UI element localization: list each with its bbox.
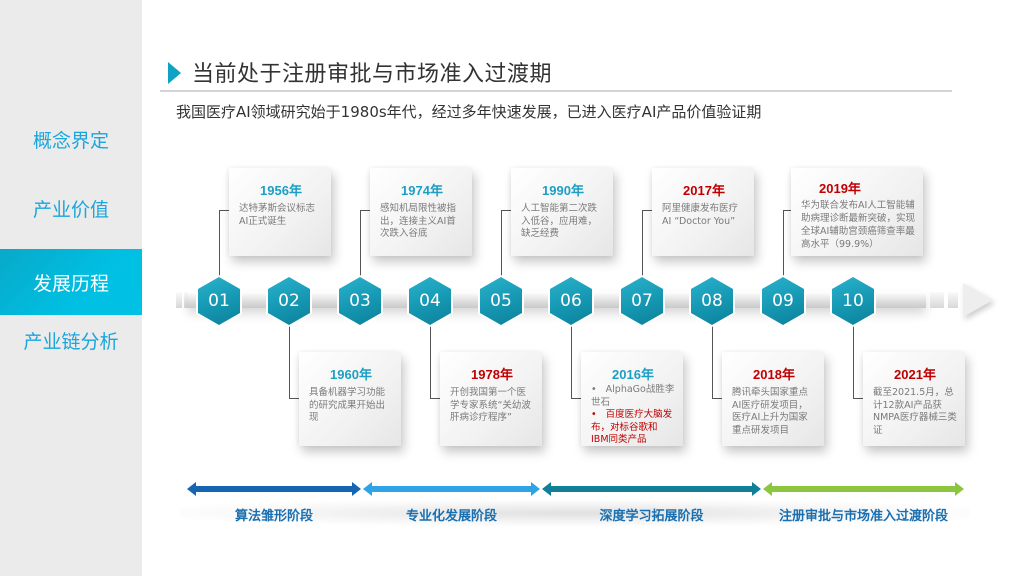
timeline-node-10[interactable]: 10 — [832, 277, 874, 325]
event-bullet-list: • AlphaGo战胜李世石 • 百度医疗大脑发布，对标谷歌和IBM同类产品 — [591, 384, 675, 447]
page-subtitle: 我国医疗AI领域研究始于1980s年代，经过多年快速发展，已进入医疗AI产品价值… — [176, 103, 762, 121]
event-description: 腾讯牵头国家重点AI医疗研发项目，医疗AI上升为国家重点研发项目 — [732, 387, 809, 436]
event-year: 2019年 — [819, 181, 861, 196]
event-description: 截至2021.5月，总计12款AI产品获NMPA医疗器械三类证 — [873, 387, 957, 436]
phase-label-deep-learning: 深度学习拓展阶段 — [599, 509, 704, 524]
timeline-node-08[interactable]: 08 — [691, 277, 733, 325]
event-description: 达特茅斯会议标志AI正式诞生 — [239, 203, 316, 227]
timeline-node-06[interactable]: 06 — [550, 277, 592, 325]
connector — [219, 210, 220, 280]
connector — [642, 210, 643, 280]
title-divider — [160, 90, 952, 92]
event-year: 1978年 — [471, 367, 513, 382]
connector — [853, 398, 863, 399]
timeline-bar-stub — [930, 292, 944, 308]
sidebar-item-label: 产业链分析 — [23, 330, 119, 353]
sidebar-item-value[interactable]: 产业价值 — [0, 175, 142, 241]
connector — [712, 398, 722, 399]
event-year: 2018年 — [753, 367, 795, 382]
sidebar-item-label: 发展历程 — [32, 272, 109, 295]
connector — [501, 210, 511, 211]
event-card-2016: 2016年 • AlphaGo战胜李世石 • 百度医疗大脑发布，对标谷歌和IBM… — [581, 352, 683, 446]
timeline-node-05[interactable]: 05 — [480, 277, 522, 325]
timeline-arrow-head-icon — [963, 283, 993, 317]
event-description: 人工智能第二次跌入低谷，应用难，缺乏经费 — [521, 203, 598, 239]
connector — [360, 210, 361, 280]
event-card-1990: 1990年 人工智能第二次跌入低谷，应用难，缺乏经费 — [511, 168, 613, 256]
event-year: 1990年 — [542, 183, 584, 198]
sidebar: 概念界定 产业价值 发展历程 产业链分析 — [0, 0, 142, 576]
timeline-bar-stub — [176, 292, 182, 308]
event-card-1974: 1974年 感知机局限性被指出，连接主义AI首次跌入谷底 — [370, 168, 472, 256]
sidebar-item-industry-chain[interactable]: 产业链分析 — [0, 307, 142, 373]
event-card-1960: 1960年 具备机器学习功能的研究成果开始出现 — [299, 352, 401, 446]
event-bullet: • AlphaGo战胜李世石 — [591, 384, 675, 408]
event-card-1956: 1956年 达特茅斯会议标志AI正式诞生 — [229, 168, 331, 256]
event-year: 2021年 — [894, 367, 936, 382]
timeline-bar-stub — [184, 292, 190, 308]
event-description: 开创我国第一个医学专家系统“关幼波肝病诊疗程序” — [450, 387, 531, 423]
sidebar-item-concept[interactable]: 概念界定 — [0, 106, 142, 172]
connector — [289, 322, 290, 398]
event-description: 华为联合发布AI人工智能辅助病理诊断最新突破，实现全球AI辅助宫颈癌筛查率最高水… — [801, 200, 916, 250]
event-year: 1974年 — [401, 183, 443, 198]
connector — [783, 210, 784, 280]
phase-label-algorithm: 算法雏形阶段 — [234, 509, 313, 524]
connector — [642, 210, 652, 211]
page-title: 当前处于注册审批与市场准入过渡期 — [192, 62, 553, 87]
timeline-node-01[interactable]: 01 — [198, 277, 240, 325]
connector — [571, 398, 581, 399]
phase-arrow-registration — [763, 482, 964, 496]
connector — [501, 210, 502, 280]
event-description: 具备机器学习功能的研究成果开始出现 — [309, 387, 386, 423]
event-description: 阿里健康发布医疗AI “Doctor You” — [662, 203, 739, 227]
event-year: 1960年 — [330, 367, 372, 382]
phase-label-registration: 注册审批与市场准入过渡阶段 — [778, 509, 948, 524]
event-year: 1956年 — [260, 183, 302, 198]
sidebar-item-label: 概念界定 — [32, 129, 109, 152]
timeline-bar-stub — [948, 292, 958, 308]
event-card-2019: 2019年 华为联合发布AI人工智能辅助病理诊断最新突破，实现全球AI辅助宫颈癌… — [791, 168, 923, 256]
phase-arrow-specialization — [363, 482, 540, 496]
phase-arrow-deep-learning — [542, 482, 761, 496]
event-description: 感知机局限性被指出，连接主义AI首次跌入谷底 — [380, 203, 457, 239]
timeline-node-04[interactable]: 04 — [409, 277, 451, 325]
timeline-node-03[interactable]: 03 — [339, 277, 381, 325]
connector — [430, 398, 440, 399]
event-bullet: • 百度医疗大脑发布，对标谷歌和IBM同类产品 — [591, 409, 673, 445]
connector — [219, 210, 229, 211]
connector — [360, 210, 370, 211]
event-card-1978: 1978年 开创我国第一个医学专家系统“关幼波肝病诊疗程序” — [440, 352, 542, 446]
connector — [430, 322, 431, 398]
event-card-2021: 2021年 截至2021.5月，总计12款AI产品获NMPA医疗器械三类证 — [863, 352, 965, 446]
event-year: 2017年 — [683, 183, 725, 198]
phase-label-specialization: 专业化发展阶段 — [405, 509, 497, 524]
sidebar-item-label: 产业价值 — [32, 198, 109, 221]
connector — [712, 322, 713, 398]
sidebar-item-history[interactable]: 发展历程 — [0, 249, 142, 315]
phase-label-shadow — [180, 500, 970, 526]
timeline-node-09[interactable]: 09 — [762, 277, 804, 325]
connector — [783, 210, 793, 211]
event-card-2018: 2018年 腾讯牵头国家重点AI医疗研发项目，医疗AI上升为国家重点研发项目 — [722, 352, 824, 446]
connector — [853, 322, 854, 398]
title-triangle-icon — [168, 62, 181, 84]
event-card-2017: 2017年 阿里健康发布医疗AI “Doctor You” — [652, 168, 754, 256]
timeline-node-07[interactable]: 07 — [621, 277, 663, 325]
timeline-node-02[interactable]: 02 — [268, 277, 310, 325]
connector — [571, 322, 572, 398]
connector — [289, 398, 299, 399]
phase-arrow-algorithm — [187, 482, 361, 496]
event-year: 2016年 — [612, 367, 654, 382]
